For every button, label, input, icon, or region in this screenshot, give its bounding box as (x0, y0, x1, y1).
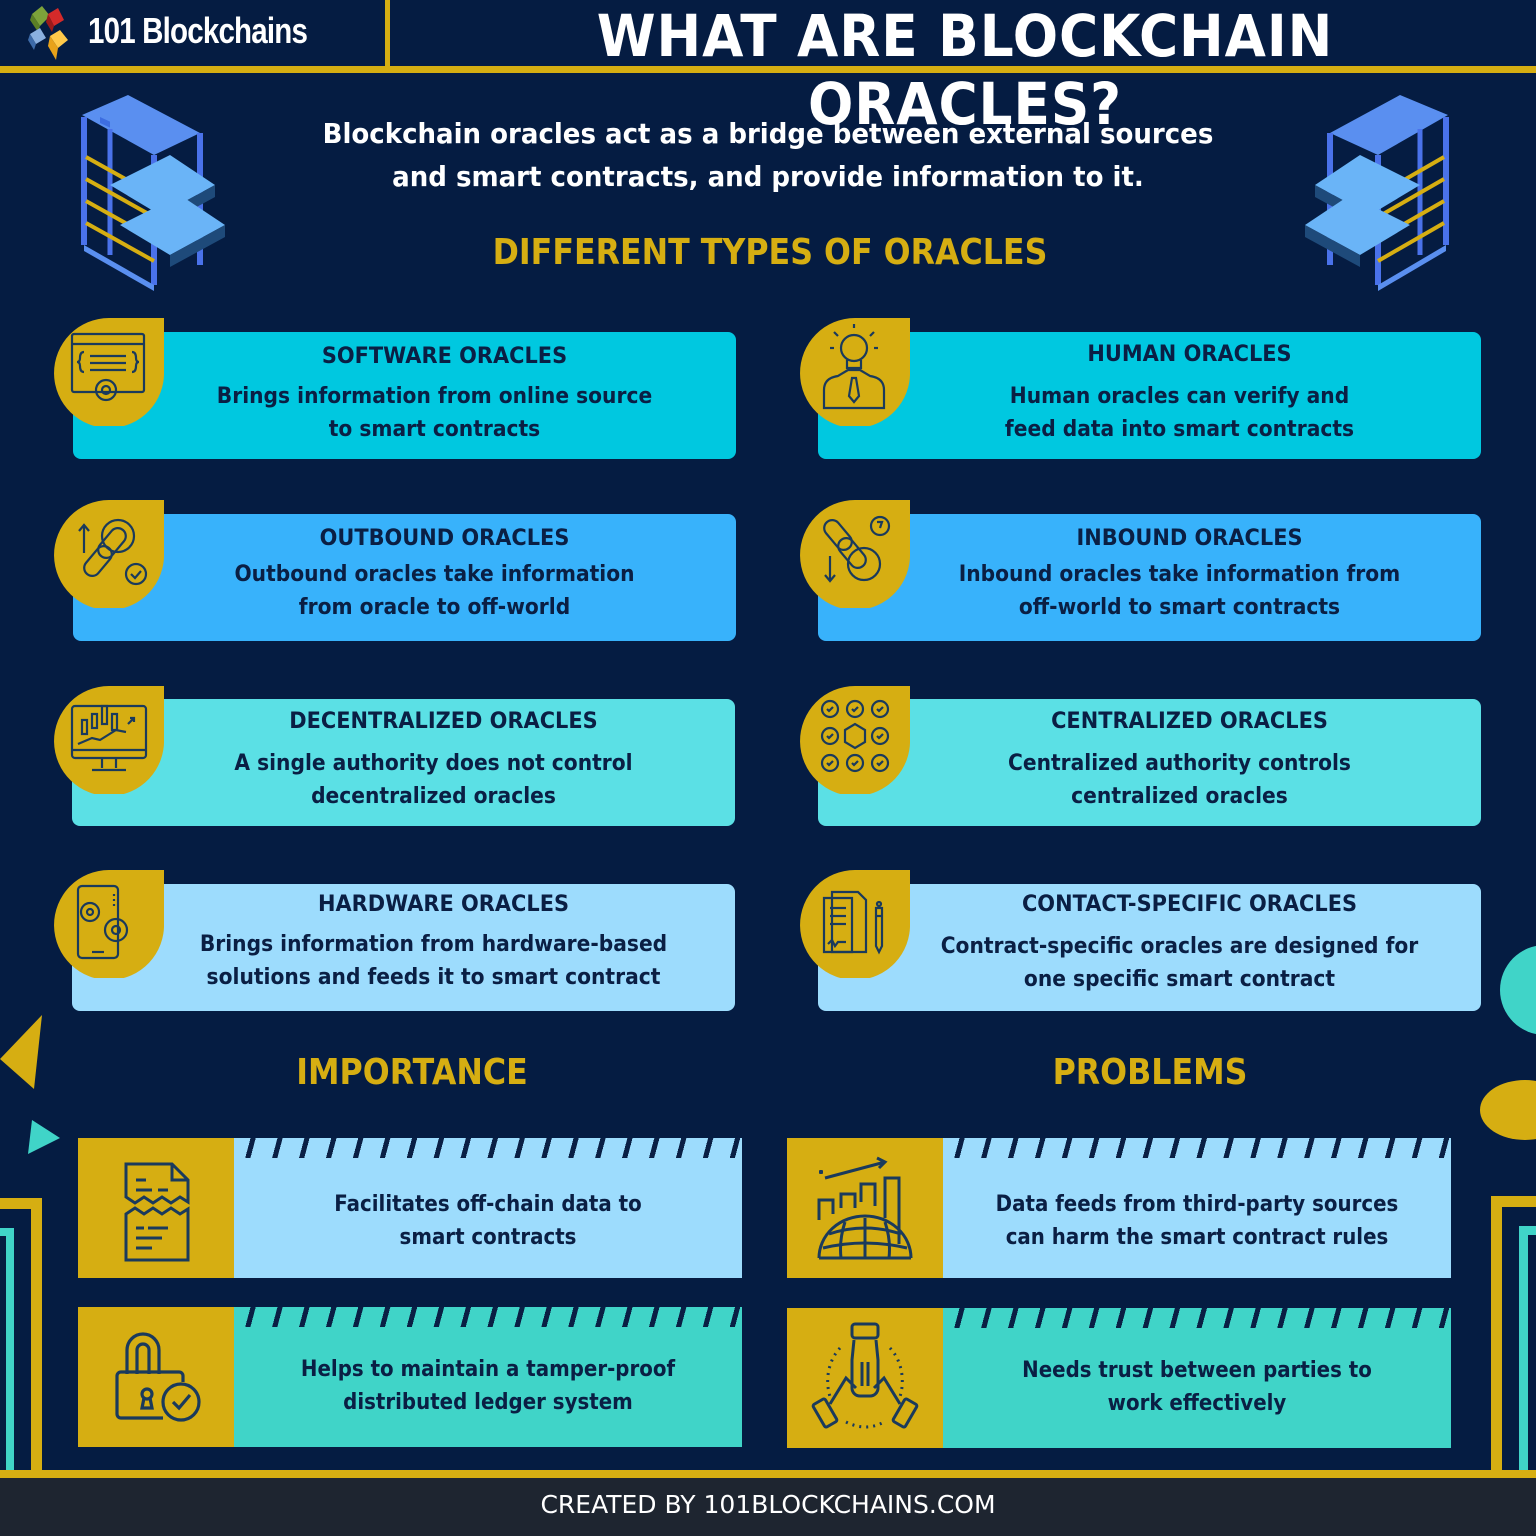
card-description: Brings information from hardware-based s… (199, 932, 668, 990)
card-decentralized-oracles: DECENTRALIZED ORACLES A single authority… (72, 699, 735, 826)
decorative-circle-teal (1500, 945, 1536, 1035)
footer-bar (0, 1478, 1536, 1536)
footer-credit: CREATED BY 101BLOCKCHAINS.COM (540, 1490, 996, 1519)
card-description: Inbound oracles take information from of… (958, 562, 1401, 620)
chain-link-down-arrow-icon (800, 500, 910, 608)
document-pen-icon (800, 870, 910, 978)
stacked-hands-icon (811, 1322, 919, 1429)
stripe-decoration (943, 1308, 1451, 1328)
problems-text: Data feeds from third-party sources can … (995, 1192, 1399, 1250)
card-inbound-oracles: INBOUND ORACLES Inbound oracles take inf… (818, 514, 1481, 641)
decorative-frame-teal-left (0, 1228, 14, 1470)
server-rack-icon (1305, 95, 1449, 291)
decorative-frame-gold-right (1491, 1196, 1536, 1470)
card-title: CENTRALIZED ORACLES (1051, 709, 1328, 734)
software-code-gear-icon (54, 318, 164, 426)
stripe-decoration (234, 1307, 742, 1327)
card-contract-specific-oracles: CONTACT-SPECIFIC ORACLES Contract-specif… (818, 884, 1481, 1011)
header-bar (0, 0, 1536, 70)
header-divider (385, 0, 390, 70)
101-blockchains-logo-icon (28, 6, 68, 60)
importance-text: Helps to maintain a tamper-proof distrib… (300, 1357, 676, 1415)
decorative-triangle-gold (0, 1015, 42, 1089)
card-description: Outbound oracles take information from o… (234, 562, 635, 620)
intro-line-1: Blockchain oracles act as a bridge betwe… (322, 117, 1214, 150)
intro-line-2: and smart contracts, and provide informa… (392, 160, 1144, 193)
problems-item: Needs trust between parties to work effe… (787, 1308, 1451, 1448)
header-underline (0, 66, 1536, 73)
importance-title: IMPORTANCE (296, 1052, 528, 1093)
importance-text: Facilitates off-chain data to smart cont… (334, 1192, 642, 1250)
phone-gears-icon (54, 870, 164, 978)
card-software-oracles: SOFTWARE ORACLES Brings information from… (73, 332, 736, 459)
human-lightbulb-icon (800, 318, 910, 426)
importance-item: Helps to maintain a tamper-proof distrib… (78, 1307, 742, 1447)
torn-document-icon (124, 1162, 190, 1262)
card-human-oracles: HUMAN ORACLES Human oracles can verify a… (818, 332, 1481, 459)
problems-title: PROBLEMS (1052, 1052, 1248, 1093)
decorative-triangle-teal (28, 1120, 60, 1154)
stripe-decoration (943, 1138, 1451, 1158)
chain-link-up-arrow-icon (54, 500, 164, 608)
card-title: CONTACT-SPECIFIC ORACLES (1021, 892, 1358, 917)
server-rack-icon (81, 95, 225, 291)
monitor-candlestick-chart-icon (54, 686, 164, 794)
card-outbound-oracles: OUTBOUND ORACLES Outbound oracles take i… (73, 514, 736, 641)
problems-item: Data feeds from third-party sources can … (787, 1138, 1451, 1278)
stripe-decoration (234, 1138, 742, 1158)
card-description: Centralized authority controls centraliz… (1008, 751, 1351, 809)
network-checkmarks-icon (800, 686, 910, 794)
decorative-circle-gold (1480, 1080, 1536, 1140)
card-title: DECENTRALIZED ORACLES (289, 709, 598, 734)
types-section-title: DIFFERENT TYPES OF ORACLES (492, 232, 1048, 273)
decorative-frame-teal-right (1519, 1226, 1536, 1470)
page-title: WHAT ARE BLOCKCHAIN ORACLES? (596, 2, 1334, 138)
card-description: Brings information from online source to… (216, 384, 653, 442)
card-description: Human oracles can verify and feed data i… (1004, 384, 1355, 442)
card-title: INBOUND ORACLES (1076, 526, 1303, 551)
card-title: HARDWARE ORACLES (317, 892, 570, 917)
card-title: HUMAN ORACLES (1087, 342, 1292, 367)
intro-text: Blockchain oracles act as a bridge betwe… (296, 112, 1241, 198)
problems-text: Needs trust between parties to work effe… (1022, 1358, 1372, 1416)
card-description: Contract-specific oracles are designed f… (940, 934, 1419, 992)
card-hardware-oracles: HARDWARE ORACLES Brings information from… (72, 884, 735, 1011)
globe-bar-chart-icon (817, 1156, 913, 1260)
decorative-frame-gold-left (0, 1198, 42, 1470)
card-description: A single authority does not control dece… (234, 751, 633, 809)
footer-divider (0, 1470, 1536, 1478)
padlock-check-icon (115, 1332, 201, 1422)
importance-item: Facilitates off-chain data to smart cont… (78, 1138, 742, 1278)
card-title: OUTBOUND ORACLES (319, 526, 570, 551)
card-title: SOFTWARE ORACLES (321, 344, 568, 369)
brand-name: 101 Blockchains (88, 10, 308, 51)
card-centralized-oracles: CENTRALIZED ORACLES Centralized authorit… (818, 699, 1481, 826)
